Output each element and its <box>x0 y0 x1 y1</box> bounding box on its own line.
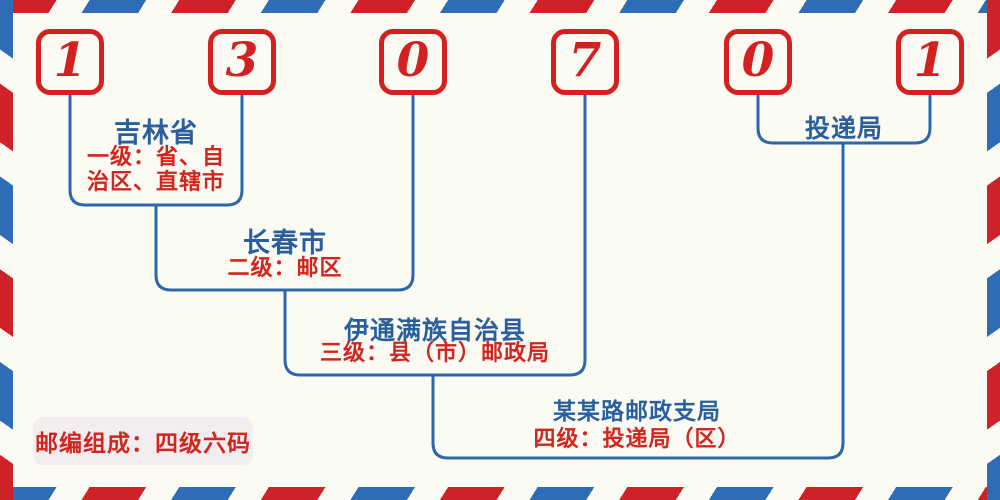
bracket-level3 <box>283 95 587 377</box>
level4-place: 某某路邮政支局 <box>553 398 721 424</box>
composition-badge: 邮编组成：四级六码 <box>33 417 253 465</box>
digit-4: 7 <box>568 32 602 88</box>
digit-box-5: 0 <box>724 29 792 95</box>
digit-box-6: 1 <box>896 29 964 95</box>
airmail-border-right <box>987 0 1000 500</box>
digit-box-1: 1 <box>36 29 104 95</box>
digit-box-4: 7 <box>551 29 619 95</box>
digit-5: 0 <box>741 32 775 88</box>
digit-box-2: 3 <box>208 29 276 95</box>
digit-2: 3 <box>225 32 259 88</box>
airmail-border-left <box>0 0 13 500</box>
level4-description: 四级：投递局（区） <box>533 426 741 451</box>
level3-description: 三级：县（市）邮政局 <box>319 340 550 365</box>
bracket-level4 <box>431 143 845 460</box>
delivery-office-label: 投递局 <box>804 115 883 143</box>
level1-description-line2: 治区、直辖市 <box>86 169 225 194</box>
level3-place: 伊通满族自治县 <box>343 317 526 345</box>
digit-6: 1 <box>913 32 947 88</box>
level1-place: 吉林省 <box>114 118 198 148</box>
composition-badge-label: 邮编组成：四级六码 <box>35 430 251 456</box>
level2-description: 二级：邮区 <box>227 255 343 280</box>
level1-description-line1: 一级：省、自 <box>86 144 225 169</box>
digit-box-3: 0 <box>379 29 447 95</box>
digit-3: 0 <box>396 32 430 88</box>
airmail-border-top <box>0 0 1000 13</box>
bracket-delivery <box>756 95 932 145</box>
level1-description: 一级：省、自 治区、直辖市 <box>46 144 266 194</box>
digit-1: 1 <box>53 32 87 88</box>
level2-place: 长春市 <box>243 228 327 258</box>
airmail-border-bottom <box>0 487 1000 500</box>
